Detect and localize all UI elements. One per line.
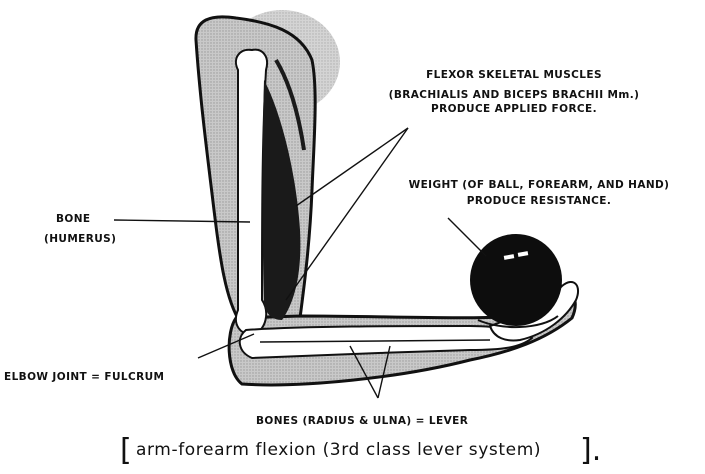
weight-label-line1: WEIGHT (OF BALL, FOREARM, AND HAND) — [408, 179, 670, 191]
caption-open-bracket: [ — [120, 433, 132, 468]
flexor-label-line1: FLEXOR SKELETAL MUSCLES — [426, 69, 602, 81]
radius-ulna-bones — [238, 324, 534, 360]
bone-label: BONE (HUMERUS) — [44, 212, 134, 246]
biceps-tendon — [274, 58, 306, 151]
weight-label-line2: PRODUCE RESISTANCE. — [466, 195, 612, 207]
bone-label-line2: (HUMERUS) — [44, 233, 117, 245]
leader-bones-1 — [349, 345, 379, 399]
leader-flexor-1 — [295, 127, 409, 207]
caption-close-bracket: ]. — [580, 433, 602, 468]
elbow-label: ELBOW JOINT = FULCRUM — [4, 371, 165, 383]
leader-elbow — [197, 333, 255, 359]
bones-label: BONES (RADIUS & ULNA) = LEVER — [256, 415, 469, 427]
caption-text: arm-forearm flexion (3rd class lever sys… — [136, 440, 542, 460]
flexor-label-line2: (BRACHIALIS AND BICEPS BRACHII Mm.) — [388, 89, 640, 101]
humerus-bone — [234, 48, 268, 336]
flexor-label-line3: PRODUCE APPLIED FORCE. — [431, 103, 597, 115]
leader-bone — [113, 219, 251, 223]
ball — [470, 234, 562, 326]
leader-weight — [447, 217, 487, 257]
leader-flexor-2 — [285, 127, 409, 301]
flexor-label: FLEXOR SKELETAL MUSCLES (BRACHIALIS AND … — [344, 68, 684, 116]
bone-label-line1: BONE — [56, 213, 91, 225]
weight-label: WEIGHT (OF BALL, FOREARM, AND HAND) PROD… — [376, 178, 702, 208]
flexor-muscle — [262, 80, 301, 320]
leader-bones-2 — [377, 345, 391, 399]
